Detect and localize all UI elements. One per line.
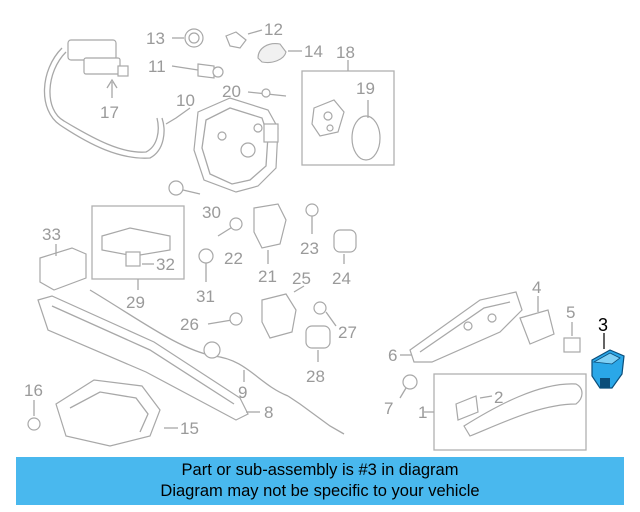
part-11-bolt bbox=[171, 63, 224, 79]
part-18-striker-box bbox=[301, 60, 395, 166]
callout-7: 7 bbox=[384, 399, 393, 418]
callout-29: 29 bbox=[126, 293, 145, 312]
callout-3: 3 bbox=[598, 315, 608, 335]
part-5-clip bbox=[563, 322, 581, 353]
callout-30: 30 bbox=[202, 203, 221, 222]
info-banner: Part or sub-assembly is #3 in diagram Di… bbox=[16, 457, 624, 505]
part-30-bolt bbox=[168, 180, 201, 196]
part-12-clip bbox=[225, 29, 263, 49]
callout-17: 17 bbox=[100, 103, 119, 122]
callout-13: 13 bbox=[146, 29, 165, 48]
part-23-bolt bbox=[305, 203, 319, 234]
part-4-gasket bbox=[519, 296, 555, 345]
callout-28: 28 bbox=[306, 367, 325, 386]
callout-12: 12 bbox=[264, 20, 283, 39]
banner-line-1: Part or sub-assembly is #3 in diagram bbox=[181, 461, 459, 479]
part-33-connector bbox=[39, 244, 87, 291]
banner-line-2: Diagram may not be specific to your vehi… bbox=[160, 482, 480, 500]
part-1-handle-box bbox=[424, 373, 587, 451]
callout-8: 8 bbox=[264, 403, 273, 422]
part-14-cap bbox=[257, 43, 302, 64]
callout-20: 20 bbox=[222, 82, 241, 101]
callout-10: 10 bbox=[176, 91, 195, 110]
callout-9: 9 bbox=[238, 383, 247, 402]
callout-14: 14 bbox=[304, 42, 323, 61]
callout-18: 18 bbox=[336, 43, 355, 62]
callout-31: 31 bbox=[196, 287, 215, 306]
part-22-bolt bbox=[217, 217, 243, 237]
callout-26: 26 bbox=[180, 315, 199, 334]
part-6-handle-frame bbox=[400, 291, 523, 363]
callout-5: 5 bbox=[566, 303, 575, 322]
callout-1: 1 bbox=[418, 403, 427, 422]
callout-33: 33 bbox=[42, 225, 61, 244]
part-26-bolt bbox=[207, 312, 243, 326]
part-25-bracket bbox=[261, 285, 305, 339]
callout-22: 22 bbox=[224, 249, 243, 268]
callout-23: 23 bbox=[300, 239, 319, 258]
part-3-end-cap bbox=[591, 333, 625, 389]
callout-4: 4 bbox=[532, 278, 541, 297]
part-20-screw bbox=[247, 88, 287, 98]
part-28-bushing bbox=[305, 325, 331, 362]
part-31-bolt bbox=[198, 248, 214, 282]
part-24-bushing bbox=[333, 229, 357, 264]
callout-2: 2 bbox=[494, 388, 503, 407]
part-10-latch bbox=[165, 97, 279, 193]
part-29-box bbox=[91, 205, 185, 290]
callout-6: 6 bbox=[388, 346, 397, 365]
part-7-screw bbox=[399, 374, 418, 399]
part-27-bolt bbox=[313, 301, 337, 327]
parts-diagram: 1 2 3 4 5 6 7 8 9 10 11 12 13 14 15 16 1… bbox=[24, 20, 625, 451]
callout-27: 27 bbox=[338, 323, 357, 342]
part-21-hinge bbox=[253, 203, 287, 264]
part-17-cable bbox=[43, 39, 165, 159]
part-8-rail bbox=[37, 289, 345, 435]
callout-24: 24 bbox=[332, 269, 351, 288]
part-15-bracket bbox=[55, 379, 178, 447]
callout-25: 25 bbox=[292, 269, 311, 288]
part-13-grommet bbox=[172, 28, 204, 48]
callout-16: 16 bbox=[24, 381, 43, 400]
callout-19: 19 bbox=[356, 79, 375, 98]
callout-32: 32 bbox=[156, 255, 175, 274]
callout-21: 21 bbox=[258, 267, 277, 286]
part-16-bolt bbox=[27, 400, 41, 431]
callout-15: 15 bbox=[180, 419, 199, 438]
callout-11: 11 bbox=[148, 57, 166, 76]
